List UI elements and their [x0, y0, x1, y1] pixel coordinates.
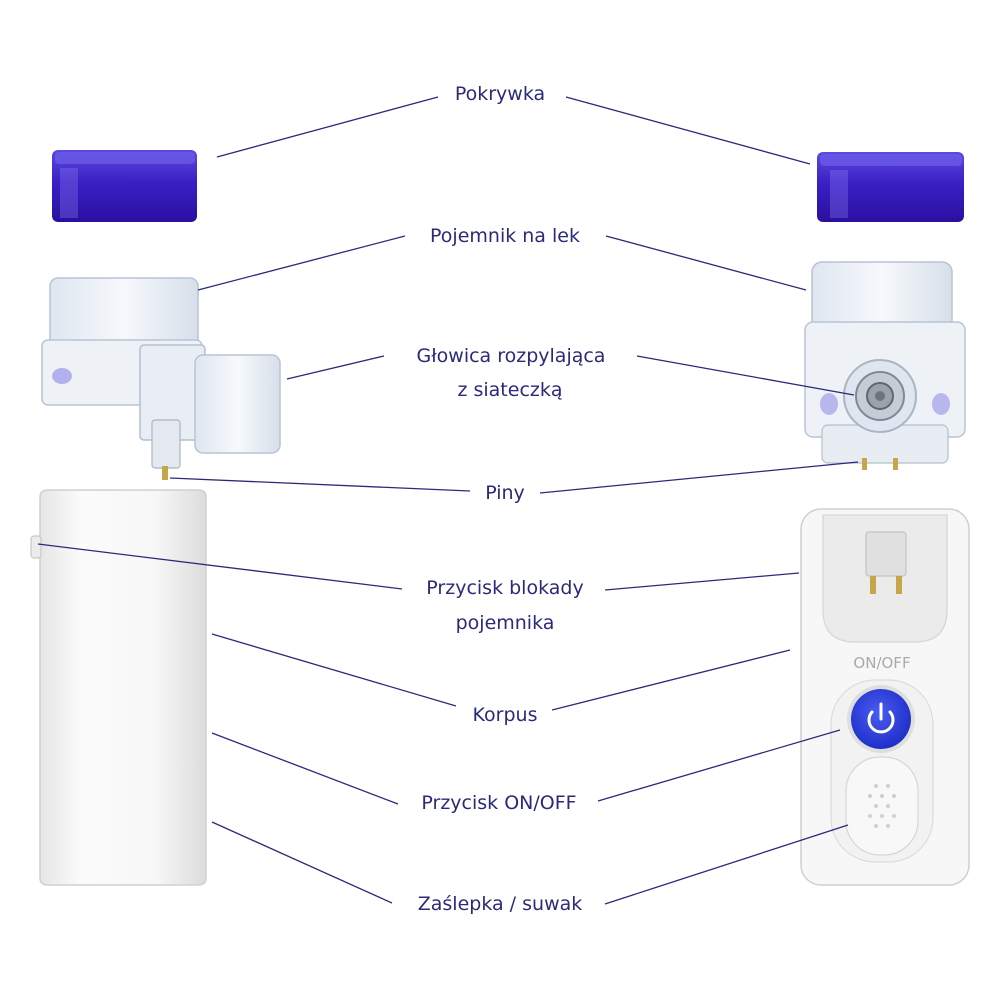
- leader-cap-left: [216, 96, 439, 158]
- cap-right: [817, 152, 964, 222]
- leader-pins-right: [539, 461, 859, 494]
- leader-body-right: [551, 649, 791, 711]
- leader-power-left: [211, 732, 399, 805]
- mesh-head-icon: [843, 359, 917, 433]
- leader-lock-left: [37, 543, 403, 590]
- leader-power-right: [597, 729, 841, 802]
- label-pins: Piny: [485, 482, 525, 504]
- cap-left: [52, 150, 197, 222]
- vent-dots: [868, 784, 896, 828]
- leader-head-left: [286, 355, 385, 380]
- label-slider: Zaślepka / suwak: [417, 893, 583, 915]
- device-body-left: [30, 489, 207, 886]
- leader-slider-left: [211, 821, 393, 904]
- leader-slider-right: [604, 824, 849, 905]
- leader-cap-right: [565, 96, 811, 165]
- leader-container-right: [605, 235, 807, 291]
- label-mesh-head-line1: Głowica rozpylająca: [416, 345, 606, 367]
- label-body: Korpus: [472, 704, 538, 726]
- label-lock-line2: pojemnika: [455, 612, 555, 634]
- medicine-container-left: [41, 277, 281, 480]
- device-body-right: ON/OFF: [800, 508, 970, 886]
- slider-cover[interactable]: [845, 756, 919, 856]
- label-power-button: Przycisk ON/OFF: [421, 792, 577, 814]
- pins-icon: [862, 458, 898, 470]
- leader-head-right: [636, 355, 855, 396]
- label-lock-line1: Przycisk blokady: [426, 577, 584, 599]
- leader-lock-right: [604, 572, 800, 591]
- leader-container-left: [197, 235, 406, 291]
- power-icon: [867, 702, 895, 734]
- container-lock-button-icon: [30, 535, 42, 559]
- label-mesh-head-line2: z siateczką: [457, 379, 563, 401]
- label-cap: Pokrywka: [454, 83, 546, 105]
- on-off-print: ON/OFF: [853, 654, 910, 672]
- label-container: Pojemnik na lek: [430, 225, 580, 247]
- leader-lines: [37, 96, 859, 905]
- leader-pins-left: [169, 477, 471, 492]
- leader-body-left: [211, 633, 457, 707]
